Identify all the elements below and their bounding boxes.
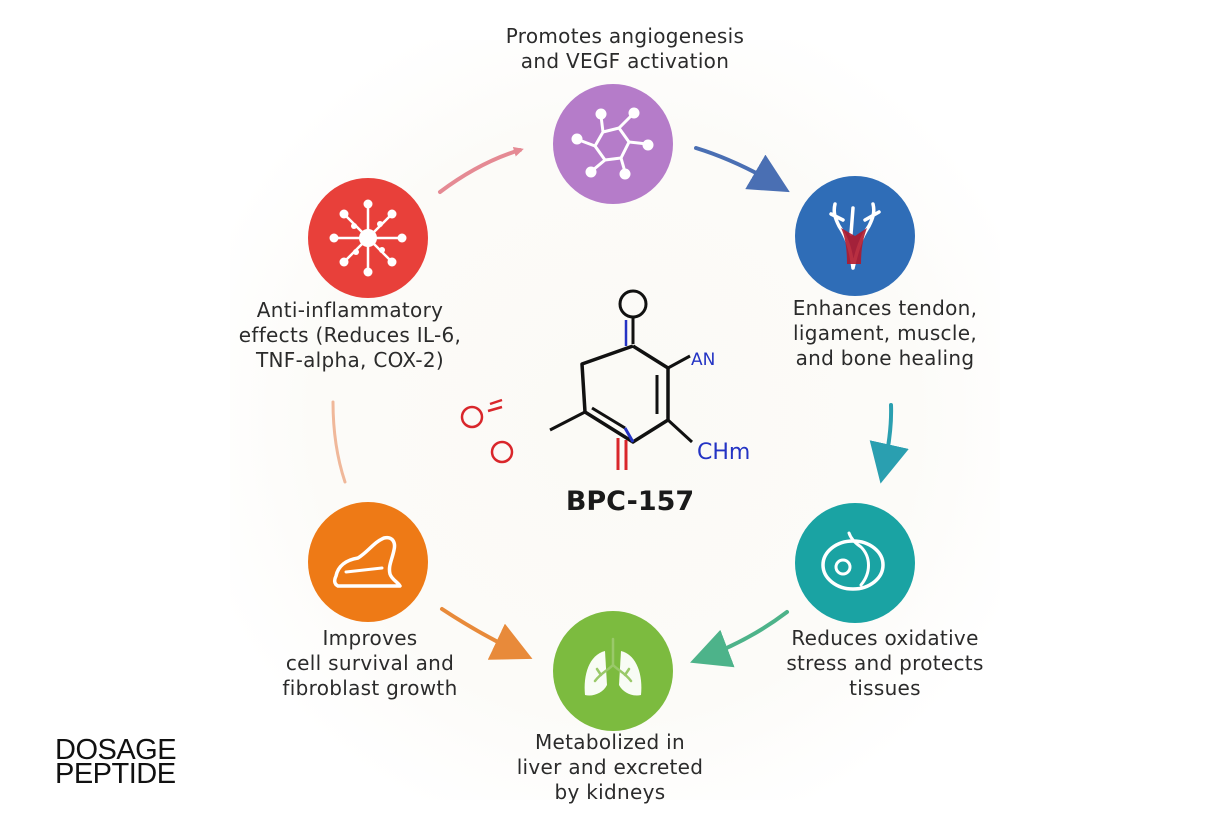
brand-logo: DOSAGE PEPTIDE [55,734,205,790]
label-line: Promotes angiogenesis [505,24,745,48]
label-line: stress and protects [786,651,984,675]
label-line: Metabolized in [535,730,685,754]
label-line: tissues [849,676,921,700]
label-healing: Enhances tendon, ligament, muscle, and b… [740,296,1030,371]
label-oxidative: Reduces oxidative stress and protects ti… [740,626,1030,701]
bpc157-structure: AN CHm [460,289,750,470]
label-line: fibroblast growth [282,676,458,700]
node-healing [795,176,915,296]
molecule-icon [571,107,654,180]
oxygen-atom [460,405,484,429]
arrow-inflammation-to-angiogenesis [438,146,524,194]
atom-label-chm: CHm [697,440,750,465]
label-line: Enhances tendon, [792,296,978,320]
label-inflammation: Anti-inflammatory effects (Reduces IL-6,… [205,298,495,373]
foot-icon [332,535,402,588]
tendon-icon [829,202,881,270]
label-line: Improves [322,626,418,650]
oxygen-ring [618,289,648,319]
label-survival: Improves cell survival and fibroblast gr… [240,626,500,701]
node-survival [308,502,428,622]
node-inflammation [308,178,428,298]
node-angiogenesis [553,84,673,204]
label-line: TNF-alpha, COX-2) [255,348,445,372]
virus-icon [329,199,407,277]
label-line: effects (Reduces IL-6, [238,323,462,347]
arrow-survival-to-metabolism [440,607,533,660]
organ-icon [821,531,885,591]
logo-line: PEPTIDE [55,758,176,790]
arrow-oxidative-to-metabolism [690,610,789,668]
label-line: Reduces oxidative [791,626,979,650]
label-line: and bone healing [795,346,975,370]
label-line: cell survival and [285,651,455,675]
label-line: liver and excreted [516,755,704,779]
label-line: and VEGF activation [520,49,730,73]
label-line: ligament, muscle, [793,321,977,345]
label-angiogenesis: Promotes angiogenesis and VEGF activatio… [470,24,780,74]
node-oxidative [795,503,915,623]
label-line: by kidneys [554,780,666,804]
label-line: Anti-inflammatory [256,298,444,322]
lungs-icon [584,637,642,696]
oxygen-atom [490,440,514,464]
arrow-survival-to-inflammation [331,400,347,484]
arrow-angiogenesis-to-healing [694,146,790,193]
label-metabolism: Metabolized in liver and excreted by kid… [480,730,740,805]
arrow-healing-to-oxidative [869,403,909,484]
node-metabolism [553,611,673,731]
logo-line: DOSAGE [55,734,177,766]
atom-label-an: AN [691,350,715,370]
compound-title: BPC-157 [565,486,695,517]
